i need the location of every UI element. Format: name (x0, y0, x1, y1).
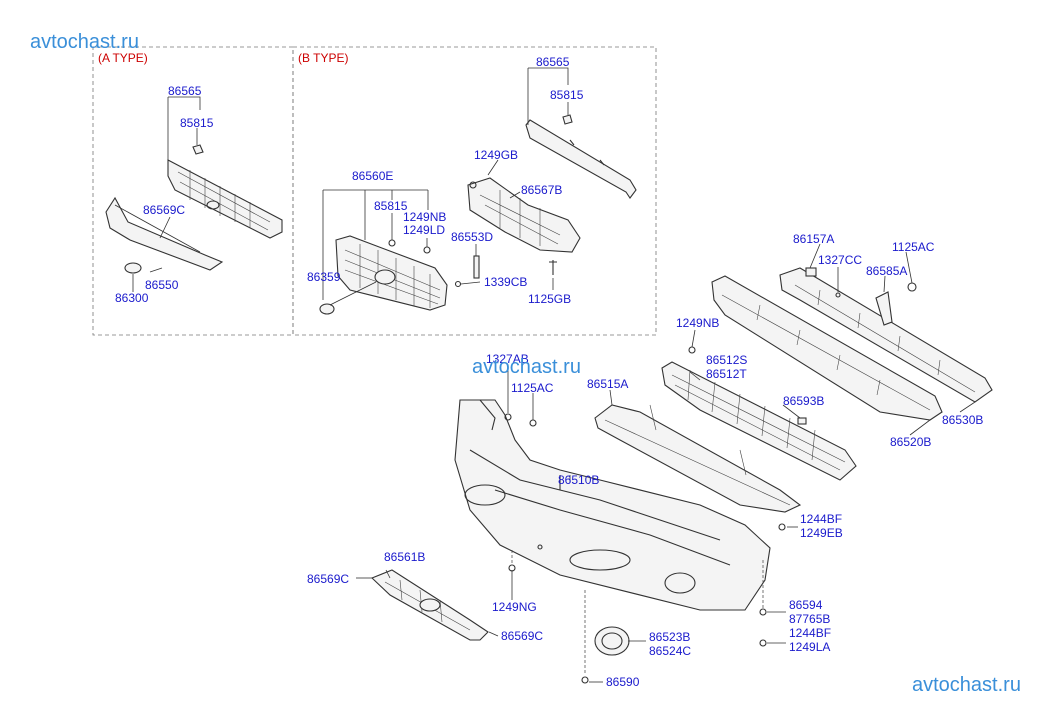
label-b-85815-top: 85815 (550, 88, 584, 102)
label-86569C-left: 86569C (307, 572, 349, 586)
label-86569C-bottom: 86569C (501, 629, 543, 643)
label-1249NB: 1249NB (676, 316, 719, 330)
label-86561B: 86561B (384, 550, 425, 564)
label-1249NG: 1249NG (492, 600, 537, 614)
label-86515A: 86515A (587, 377, 628, 391)
b-type-frame (292, 46, 657, 336)
bracket-86515A (594, 404, 802, 513)
fog-lamp-cover-86523B (594, 626, 630, 656)
label-b-1249LD: 1249LD (403, 223, 445, 237)
label-86512T: 86512T (706, 367, 747, 381)
label-1244BF: 1244BF (800, 512, 842, 526)
label-b-1249GB: 1249GB (474, 148, 518, 162)
a-type-grille-lower (105, 196, 224, 271)
b-type-bracket (467, 177, 581, 253)
a-type-label: (A TYPE) (98, 51, 148, 65)
b-type-emblem (319, 303, 335, 315)
label-86594: 86594 (789, 598, 823, 612)
label-b-86565: 86565 (536, 55, 570, 69)
label-b-1249NB: 1249NB (403, 210, 446, 224)
label-1327CC: 1327CC (818, 253, 862, 267)
b-type-grille (335, 235, 448, 311)
label-b-86560E: 86560E (352, 169, 393, 183)
label-86512S: 86512S (706, 353, 747, 367)
label-1249EB: 1249EB (800, 526, 843, 540)
bumper-cover-86510B (454, 399, 786, 611)
small-clip-86157A (805, 267, 817, 277)
label-86520B: 86520B (890, 435, 931, 449)
label-86523B: 86523B (649, 630, 690, 644)
label-86590: 86590 (606, 675, 640, 689)
b-type-upper-bar (525, 119, 637, 199)
watermark-top-left: avtochast.ru (30, 31, 139, 53)
a-type-clip (192, 144, 204, 155)
grille-lower-86512S (661, 346, 857, 481)
label-b-1125GB: 1125GB (528, 292, 571, 306)
label-86530B: 86530B (942, 413, 983, 427)
label-b-86359: 86359 (307, 270, 341, 284)
label-b-85815: 85815 (374, 199, 408, 213)
label-a-86550: 86550 (145, 278, 179, 292)
label-a-85815: 85815 (180, 116, 214, 130)
fasteners-bottom (508, 564, 767, 684)
label-a-86569C: 86569C (143, 203, 185, 217)
label-1244BF-bottom: 1244BF (789, 626, 831, 640)
watermark-center: avtochast.ru (472, 356, 581, 378)
label-86585A: 86585A (866, 264, 907, 278)
front-grille-86561B (370, 569, 489, 641)
label-1249LA: 1249LA (789, 640, 830, 654)
label-b-86567B: 86567B (521, 183, 562, 197)
label-1125AC: 1125AC (511, 381, 554, 395)
label-86593B: 86593B (783, 394, 824, 408)
bracket-86585A (835, 282, 917, 326)
a-type-emblem (124, 262, 142, 274)
label-86157A: 86157A (793, 232, 834, 246)
label-86524C: 86524C (649, 644, 691, 658)
label-b-1339CB: 1339CB (484, 275, 527, 289)
label-b-86553D: 86553D (451, 230, 493, 244)
label-a-86300: 86300 (115, 291, 149, 305)
label-1125AC-right: 1125AC (892, 240, 935, 254)
label-87765B: 87765B (789, 612, 830, 626)
b-type-clip-top (562, 114, 573, 125)
watermark-bottom-right: avtochast.ru (912, 674, 1021, 696)
label-1327AB: 1327AB (486, 352, 529, 366)
b-type-label: (B TYPE) (298, 51, 348, 65)
a-type-grille-upper (167, 159, 283, 239)
label-86510B: 86510B (558, 473, 599, 487)
label-a-86565: 86565 (168, 84, 202, 98)
bumper-absorber-86530B (779, 267, 993, 403)
